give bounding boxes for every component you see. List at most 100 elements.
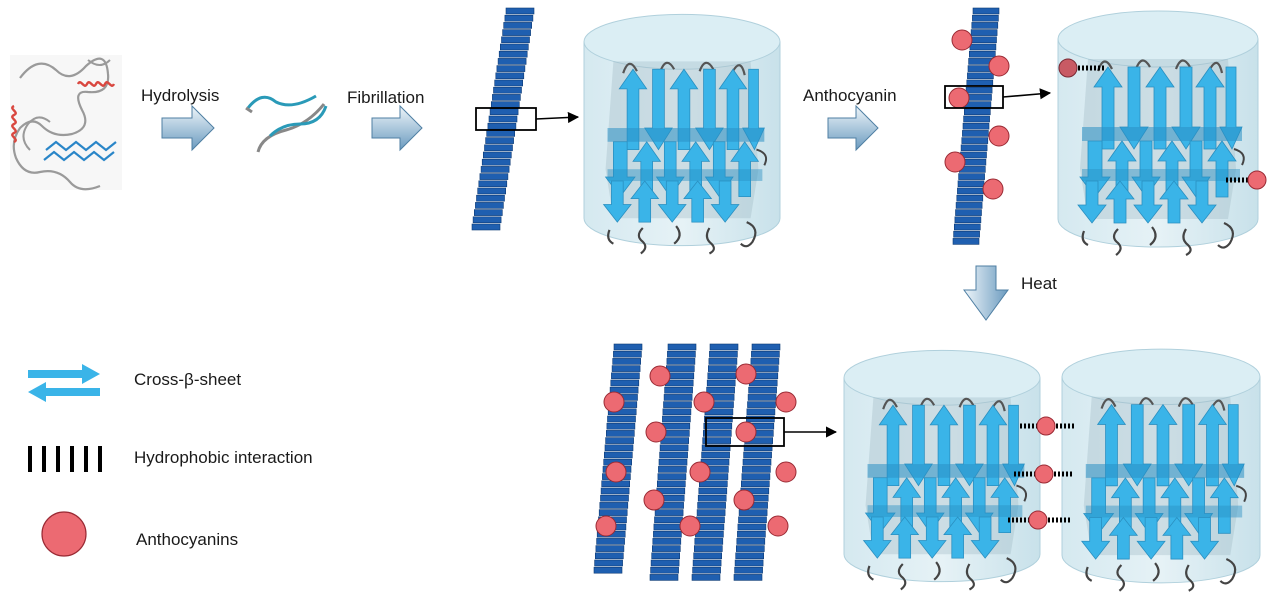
- fibril-block: [658, 458, 688, 466]
- fibril-block: [599, 502, 629, 509]
- fibril-block: [503, 22, 533, 29]
- fibril-block: [657, 473, 687, 480]
- fibril-block: [656, 480, 686, 488]
- fibril-block: [696, 516, 725, 524]
- fibril-block: [477, 187, 507, 195]
- fibril-block: [480, 166, 510, 173]
- fibril-block: [475, 202, 504, 209]
- fibril-block: [692, 559, 722, 567]
- fibril-block: [736, 538, 766, 545]
- fibril-block: [607, 408, 637, 416]
- fibril-block: [738, 516, 767, 524]
- fibril-block: [960, 144, 988, 152]
- fibril-block: [693, 545, 723, 552]
- fibril-block: [659, 451, 688, 459]
- fibril-block: [490, 101, 520, 108]
- fibril-block: [504, 14, 534, 22]
- fibril-block: [652, 538, 682, 545]
- fibril-block: [660, 437, 690, 444]
- fibril-block: [495, 72, 525, 80]
- fibril-block: [654, 516, 683, 524]
- hydrolysis-arrow: [161, 104, 215, 152]
- heat-arrow: [963, 265, 1009, 321]
- fibril-block: [697, 494, 727, 502]
- legend-hydrophobic-label: Hydrophobic interaction: [134, 448, 313, 467]
- fibril-block: [478, 180, 508, 188]
- fibril-block: [488, 115, 518, 123]
- fibril-block: [695, 530, 724, 538]
- fibril-block: [737, 523, 767, 531]
- fibril-block: [610, 379, 640, 387]
- fibril-block: [961, 137, 989, 144]
- fibril-block: [750, 358, 780, 365]
- fibril-block: [740, 480, 770, 488]
- fibril-block: [703, 422, 733, 430]
- fibril-block: [665, 365, 695, 372]
- fibril-block: [742, 466, 771, 473]
- hydrophobic-interaction-bonds: [1008, 416, 1074, 530]
- magnify-arrow: [1002, 88, 1052, 100]
- fibril-block: [735, 545, 765, 552]
- fibril-block: [697, 502, 726, 509]
- fibril-block: [734, 566, 763, 574]
- fibril-block: [662, 415, 691, 423]
- anthocyanin-label: Anthocyanin: [803, 86, 897, 105]
- beta-sheet-cylinder: [582, 13, 782, 255]
- fibrillation-label: Fibrillation: [347, 88, 425, 107]
- fibril-block: [664, 379, 694, 387]
- fibril-block: [953, 223, 981, 231]
- beta-sheet-cylinder: [842, 349, 1042, 591]
- fibril-block: [968, 50, 996, 58]
- fibril-block: [735, 552, 765, 560]
- fibril-block: [604, 444, 634, 452]
- fibril-block: [963, 115, 990, 123]
- fibril-block: [654, 509, 684, 516]
- fibril-block: [741, 473, 771, 480]
- fibril-block: [471, 223, 501, 231]
- fibril-block: [707, 365, 737, 372]
- fibril-block: [693, 552, 723, 560]
- fibril-block: [952, 238, 980, 245]
- magnify-arrow: [535, 111, 580, 124]
- fibril-block: [953, 230, 980, 238]
- fibril-block: [607, 415, 636, 423]
- fibril-block: [742, 458, 772, 466]
- fibril-block: [605, 437, 634, 444]
- fibril-block: [666, 358, 696, 365]
- fibril-block: [708, 358, 738, 365]
- fibril-block: [706, 379, 736, 387]
- legend-hydrophobic-symbol: [28, 446, 102, 472]
- fibril-block: [505, 7, 535, 15]
- fibril-block: [957, 180, 985, 188]
- fibril-block: [596, 538, 625, 545]
- fibril-block: [653, 530, 682, 538]
- fibril-block: [605, 430, 635, 437]
- fibril-block: [966, 79, 994, 87]
- fibril-block: [497, 58, 527, 65]
- fibril-block: [653, 523, 683, 531]
- fibril-block: [954, 216, 982, 224]
- fibril-block: [704, 415, 733, 423]
- fibril-block: [698, 480, 728, 488]
- fibril-block: [698, 487, 728, 495]
- fibril-block: [747, 401, 776, 408]
- fibril-block: [606, 422, 636, 430]
- fibril-block: [964, 101, 992, 108]
- hydrophobic-interaction-bonds: [1058, 58, 1267, 190]
- fibril-block: [593, 566, 623, 574]
- fibril-block: [496, 65, 526, 72]
- fibril-block: [747, 394, 777, 401]
- fibril-block: [476, 194, 505, 202]
- fibril-block: [960, 151, 987, 159]
- fibril-block: [709, 343, 739, 351]
- fibril-block: [733, 574, 763, 581]
- fibril-block: [701, 444, 731, 452]
- fibril-block: [486, 130, 516, 137]
- fibril-block: [482, 151, 512, 159]
- peptide-fragment: [245, 94, 328, 153]
- fibril-block: [956, 194, 984, 202]
- fibril-block: [955, 209, 982, 216]
- fibril-block: [651, 552, 681, 560]
- fibril-block: [611, 372, 640, 380]
- fibril-with-anthocyanins: [952, 7, 1000, 245]
